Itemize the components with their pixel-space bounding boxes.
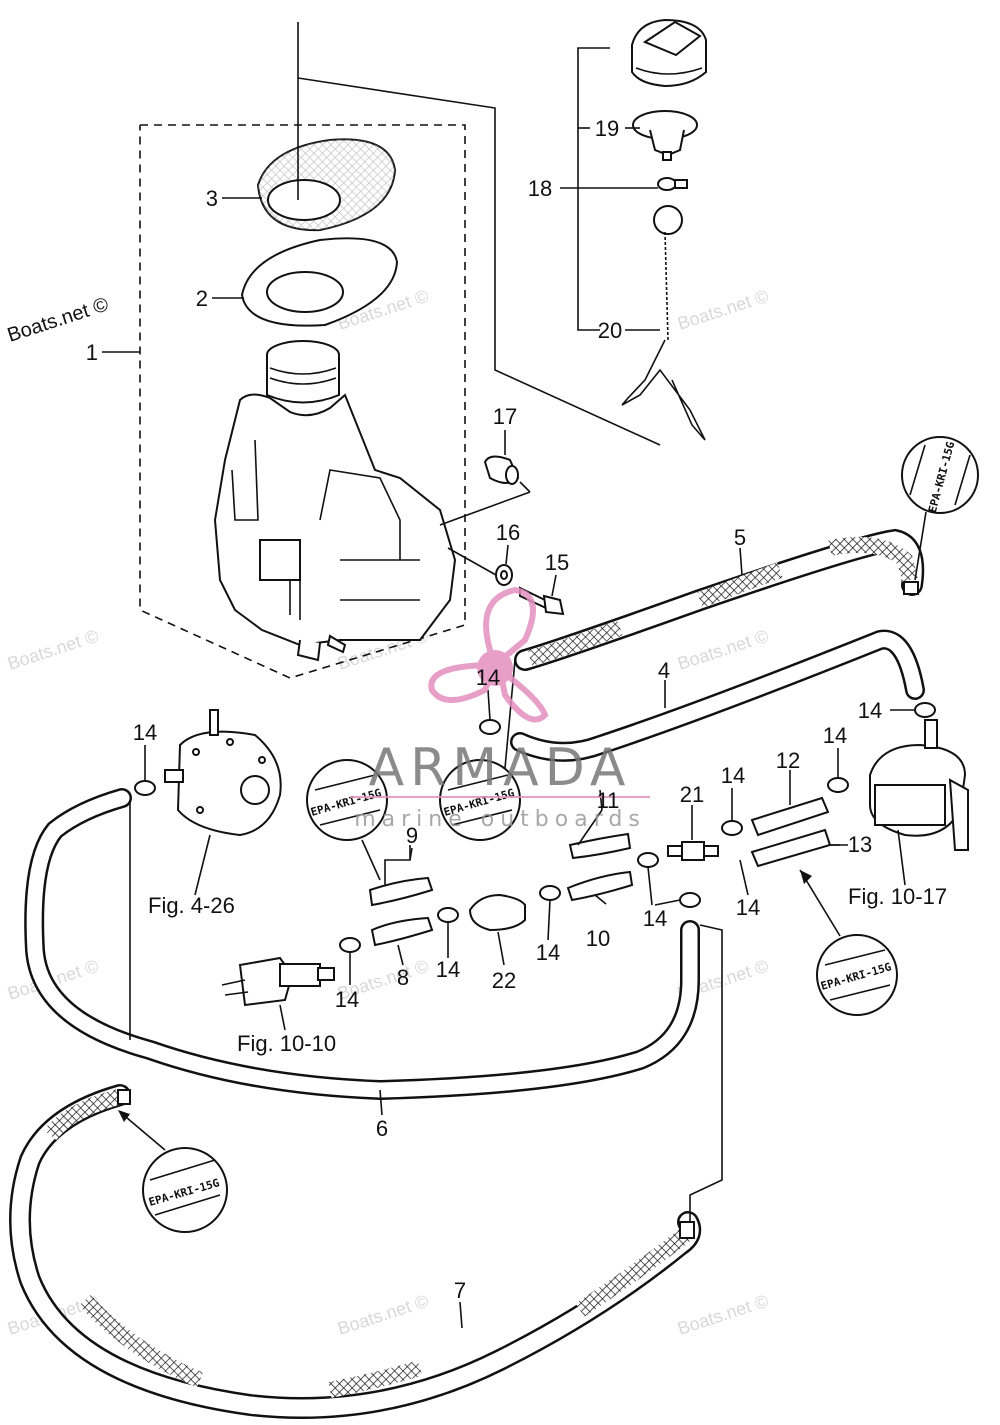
clamps (134, 689, 936, 985)
callout-14: 14 (736, 895, 760, 920)
part-13-hose-piece (750, 828, 840, 868)
callout-1: 1 (86, 340, 98, 365)
callout-22: 22 (492, 968, 516, 993)
callout-14: 14 (858, 698, 882, 723)
callout-leaders (102, 197, 848, 966)
fig-ref-10-10: Fig. 10-10 (237, 1031, 336, 1056)
clamp-14 (637, 852, 659, 868)
armada-logo: ARMADA marine outboards (350, 586, 650, 832)
callout-11: 11 (597, 788, 620, 813)
fig-ref-10-17: Fig. 10-17 (848, 884, 947, 909)
part-12-hose-piece (750, 796, 830, 837)
callout-8: 8 (397, 965, 409, 990)
clamp-14 (437, 907, 459, 923)
epa-tag-top-right: EPA-KRI-15G (901, 436, 979, 581)
callout-3: 3 (206, 186, 218, 211)
callout-14: 14 (721, 763, 745, 788)
callout-13: 13 (848, 832, 872, 857)
epa-tag-left-mid: EPA-KRI-15G (306, 759, 388, 881)
part-21-tee (667, 841, 719, 861)
brand-tagline: marine outboards (354, 807, 646, 832)
callout-14: 14 (823, 723, 847, 748)
part-9-hose-piece (368, 845, 434, 907)
callout-7: 7 (454, 1278, 466, 1303)
part-19-gasket (632, 110, 698, 161)
callout-labels: 1 2 3 4 5 6 7 8 9 10 11 12 13 14 14 14 1… (86, 116, 882, 1303)
part-1-oil-tank (213, 340, 457, 662)
callout-18: 18 (528, 176, 552, 201)
leader-bracket-line (297, 22, 661, 446)
callout-15: 15 (545, 550, 569, 575)
callout-14: 14 (536, 940, 560, 965)
clamp-14 (827, 777, 849, 793)
part-2-ring (240, 237, 399, 327)
part-11-hose-piece (568, 832, 632, 860)
fig-ref-4-26: Fig. 4-26 (148, 893, 235, 918)
clamp-14 (134, 780, 156, 796)
callout-4: 4 (658, 658, 670, 683)
watermark-text: Boats.net © (675, 1291, 771, 1339)
brand-name: ARMADA (369, 738, 632, 798)
callout-14: 14 (133, 720, 157, 745)
part-19-cap (631, 18, 707, 88)
watermark-text: Boats.net © (335, 1291, 431, 1339)
fuel-pump (164, 709, 282, 896)
watermark-text: Boats.net © (675, 286, 771, 334)
fuel-filter (869, 719, 969, 886)
fuel-connector (221, 956, 335, 1031)
callout-6: 6 (376, 1116, 388, 1141)
callout-14: 14 (643, 906, 667, 931)
part-7-hose (9, 924, 723, 1419)
part-8-hose-piece (370, 916, 434, 947)
part-22-filter (468, 893, 526, 932)
watermark-text: Boats.net © (5, 626, 101, 674)
clamp-14 (721, 820, 743, 836)
watermark-text: Boats.net © (675, 626, 771, 674)
part-16-washer (447, 544, 513, 586)
callout-17: 17 (493, 404, 517, 429)
part-3-pad (256, 78, 397, 232)
clamp-14 (914, 702, 936, 718)
part-18-clip (657, 177, 688, 191)
callout-14: 14 (335, 987, 359, 1012)
callout-21: 21 (680, 782, 704, 807)
epa-tag-center: EPA-KRI-15G (439, 659, 521, 841)
callout-20: 20 (598, 318, 622, 343)
clamp-14 (539, 885, 561, 901)
callout-12: 12 (776, 748, 800, 773)
part-10-hose-piece (566, 870, 634, 902)
callout-5: 5 (734, 525, 746, 550)
callout-19: 19 (595, 116, 619, 141)
part-6-hose (24, 788, 700, 1116)
callout-14: 14 (476, 665, 500, 690)
clamp-14 (479, 719, 501, 735)
epa-tag-right-low: EPA-KRI-15G (799, 869, 898, 1016)
part-4-hose (510, 629, 925, 762)
clamp-14 (679, 892, 701, 908)
callout-14: 14 (436, 957, 460, 982)
epa-tag-bottom-left: EPA-KRI-15G (118, 1110, 228, 1233)
part-20-chain (621, 205, 706, 441)
callout-10: 10 (586, 926, 610, 951)
callout-2: 2 (196, 286, 208, 311)
part-17-grommet (439, 430, 531, 526)
callout-16: 16 (496, 520, 520, 545)
assembly-dashed-box (139, 124, 466, 679)
bracket-19-20 (577, 47, 610, 331)
part-5-hose (514, 528, 925, 671)
clamp-14 (339, 937, 361, 953)
callout-9: 9 (406, 823, 418, 848)
watermark-text-dark: Boats.net © (5, 293, 112, 346)
